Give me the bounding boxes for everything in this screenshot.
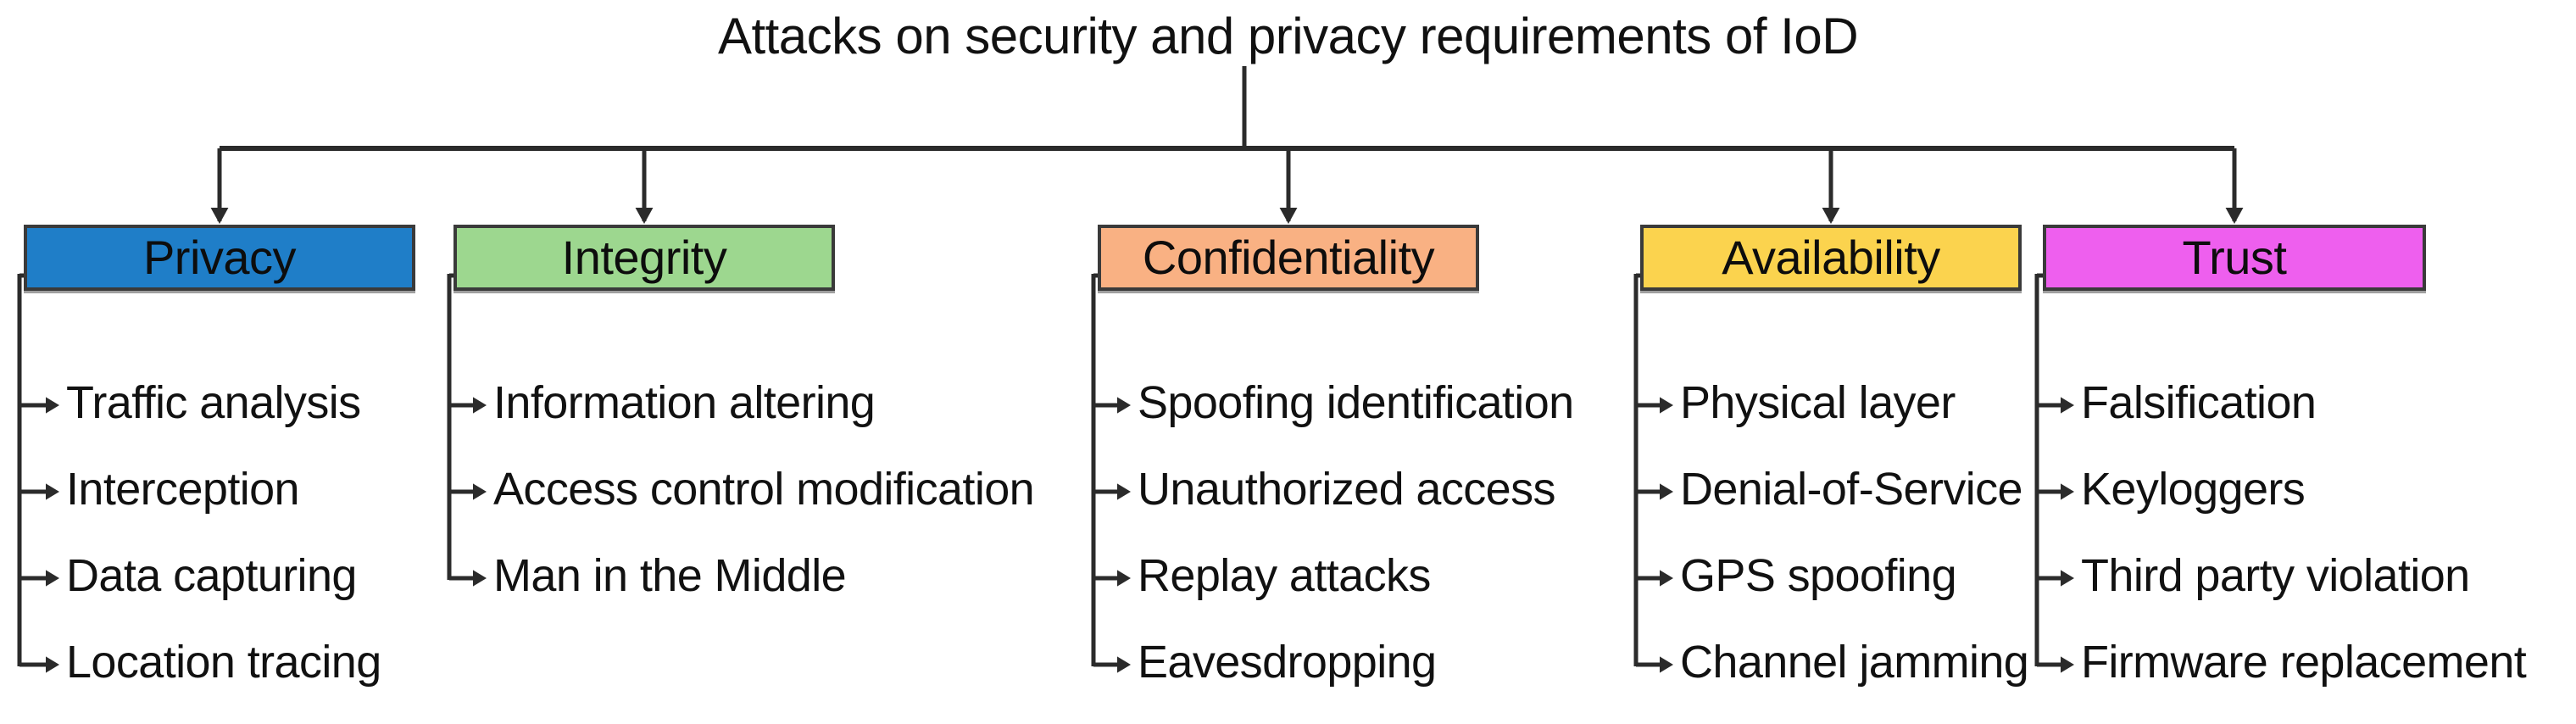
list-item-label: Third party violation [2081,550,2470,601]
category-box-trust[interactable]: Trust [2043,225,2426,291]
item-arrow-3-2 [1660,570,1673,587]
item-arrow-2-2 [1117,570,1131,587]
category-box-integrity[interactable]: Integrity [453,225,835,291]
item-arrow-4-2 [2061,570,2074,587]
list-item[interactable]: Access control modification [493,464,1035,515]
list-item-label: Physical layer [1680,377,1956,428]
list-item[interactable]: Traffic analysis [66,380,361,426]
list-item-label: Spoofing identification [1138,377,1574,428]
item-arrow-4-3 [2061,656,2074,673]
category-label: Confidentiality [1142,231,1435,284]
list-item-label: Interception [66,464,300,515]
list-item-label: Denial-of-Service [1680,464,2023,515]
item-arrow-2-3 [1117,656,1131,673]
list-item[interactable]: Falsification [2081,377,2317,428]
item-arrow-0-2 [46,570,59,587]
category-label: Privacy [142,231,297,284]
list-item-label: Eavesdropping [1138,637,1437,688]
category-box-confidentiality[interactable]: Confidentiality [1098,225,1479,291]
list-item[interactable]: Replay attacks [1138,553,1431,599]
list-item[interactable]: Denial-of-Service [1680,464,2023,515]
list-item[interactable]: Keyloggers [2081,464,2306,515]
list-item[interactable]: Unauthorized access [1138,466,1555,512]
list-item-label: Location tracing [66,637,381,688]
item-arrow-0-1 [46,483,59,500]
list-item[interactable]: Man in the Middle [493,550,847,601]
list-item-label: Replay attacks [1138,550,1431,601]
category-box-availability[interactable]: Availability [1640,225,2022,291]
item-arrow-1-1 [473,483,487,500]
drop-arrow-0 [210,208,229,224]
drop-arrow-3 [1822,208,1840,224]
list-item[interactable]: GPS spoofing [1680,550,1957,601]
list-item-label: Man in the Middle [493,550,847,601]
list-item[interactable]: Eavesdropping [1138,637,1437,688]
list-item[interactable]: Physical layer [1680,380,1956,426]
item-arrow-0-3 [46,656,59,673]
category-box-privacy[interactable]: Privacy [24,225,415,291]
list-item-label: Firmware replacement [2081,637,2527,688]
category-label: Availability [1722,231,1940,284]
list-item-label: GPS spoofing [1680,550,1957,601]
drop-arrow-4 [2225,208,2244,224]
page-title: Attacks on security and privacy requirem… [717,8,1859,64]
drop-arrow-1 [635,208,654,224]
list-item[interactable]: Interception [66,464,300,515]
item-arrow-2-1 [1117,483,1131,500]
list-item-label: Unauthorized access [1138,464,1555,515]
item-arrow-4-1 [2061,483,2074,500]
item-arrow-0-0 [46,397,59,414]
list-item-label: Traffic analysis [66,377,361,428]
item-arrow-3-0 [1660,397,1673,414]
item-arrow-2-0 [1117,397,1131,414]
list-item[interactable]: Information altering [493,377,876,428]
category-label: Integrity [561,231,727,284]
item-arrow-1-2 [473,570,487,587]
list-item[interactable]: Third party violation [2081,553,2470,599]
item-arrow-3-1 [1660,483,1673,500]
drop-arrow-2 [1279,208,1298,224]
list-item[interactable]: Firmware replacement [2081,637,2527,688]
list-item[interactable]: Channel jamming [1680,637,2029,688]
list-item-label: Channel jamming [1680,637,2029,688]
list-item[interactable]: Data capturing [66,553,357,599]
item-arrow-1-0 [473,397,487,414]
list-item[interactable]: Location tracing [66,639,381,685]
item-arrow-4-0 [2061,397,2074,414]
list-item-label: Data capturing [66,550,357,601]
list-item-label: Access control modification [493,464,1035,515]
list-item-label: Information altering [493,377,876,428]
list-item-label: Falsification [2081,377,2317,428]
category-label: Trust [2182,231,2287,284]
list-item[interactable]: Spoofing identification [1138,380,1574,426]
item-arrow-3-3 [1660,656,1673,673]
list-item-label: Keyloggers [2081,464,2306,515]
